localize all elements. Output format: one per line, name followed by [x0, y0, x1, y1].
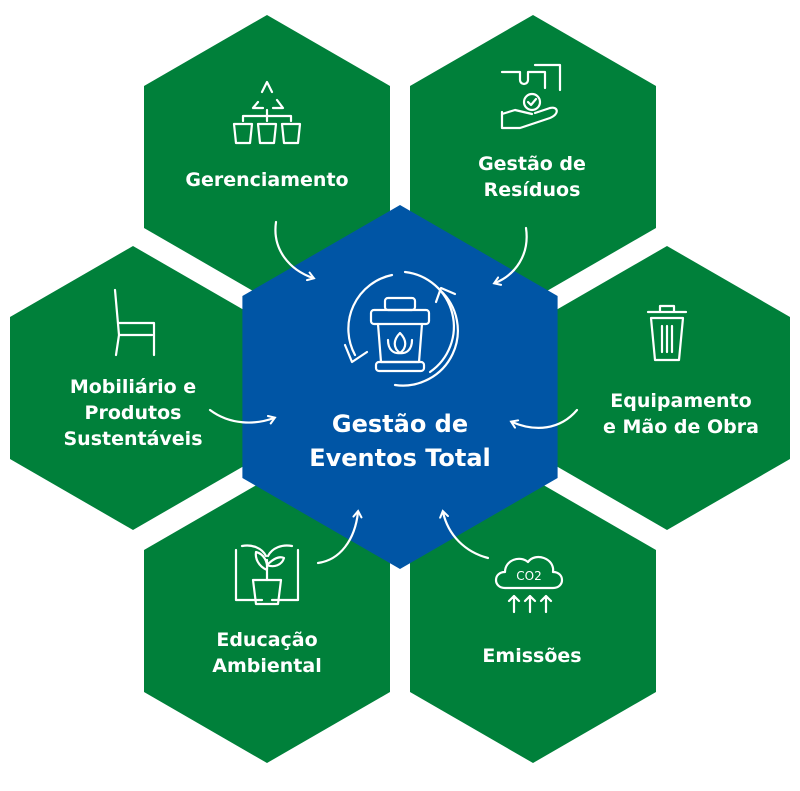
node-equipamento: Equipamento e Mão de Obra [603, 388, 759, 440]
node-gerenciamento: Gerenciamento [185, 167, 348, 193]
center-title: Gestão de Eventos Total [309, 407, 491, 475]
puzzle-hand-icon [500, 63, 562, 130]
hexagon-gerenciamento [144, 15, 390, 299]
center-line2: Eventos Total [309, 444, 491, 472]
hexagon-equipamento [544, 246, 790, 530]
node-label: e Mão de Obra [603, 416, 759, 438]
arrow-equipamento [509, 408, 579, 429]
hexagon-mobiliario [10, 246, 256, 530]
center-line1: Gestão de [331, 410, 469, 438]
node-mobiliario: Mobiliário e Produtos Sustentáveis [63, 374, 202, 452]
arrow-educacao [316, 509, 363, 565]
node-label: Gestão de [478, 153, 586, 175]
book-plant-icon [234, 544, 300, 606]
hexagon-educacao [144, 479, 390, 763]
node-label: Ambiental [212, 655, 322, 677]
arrow-residuos [492, 226, 528, 286]
co2-label: CO2 [516, 569, 541, 583]
node-label: Resíduos [483, 179, 581, 201]
node-residuos: Gestão de Resíduos [478, 151, 586, 203]
node-label: Produtos [84, 402, 182, 424]
node-educacao: Educação Ambiental [212, 627, 321, 679]
hexagon-residuos [410, 15, 656, 299]
arrow-gerenciamento [274, 220, 316, 282]
node-label: Mobiliário e [69, 376, 197, 398]
trash-can-icon [646, 304, 688, 362]
recycle-sorting-icon [232, 80, 302, 145]
node-label: Educação [216, 629, 318, 651]
co2-cloud-icon [494, 555, 564, 614]
hexagon-center [242, 205, 558, 569]
node-label: Emissões [482, 645, 582, 667]
node-label: Equipamento [610, 390, 752, 412]
arrow-emissoes [439, 509, 490, 560]
recycle-bin-icon [343, 270, 459, 387]
node-label: Sustentáveis [63, 428, 203, 450]
arrow-mobiliario [208, 408, 277, 425]
hexagon-emissoes [410, 479, 656, 763]
node-emissoes: Emissões [482, 643, 581, 669]
chair-icon [113, 288, 156, 357]
node-label: Gerenciamento [185, 169, 349, 191]
